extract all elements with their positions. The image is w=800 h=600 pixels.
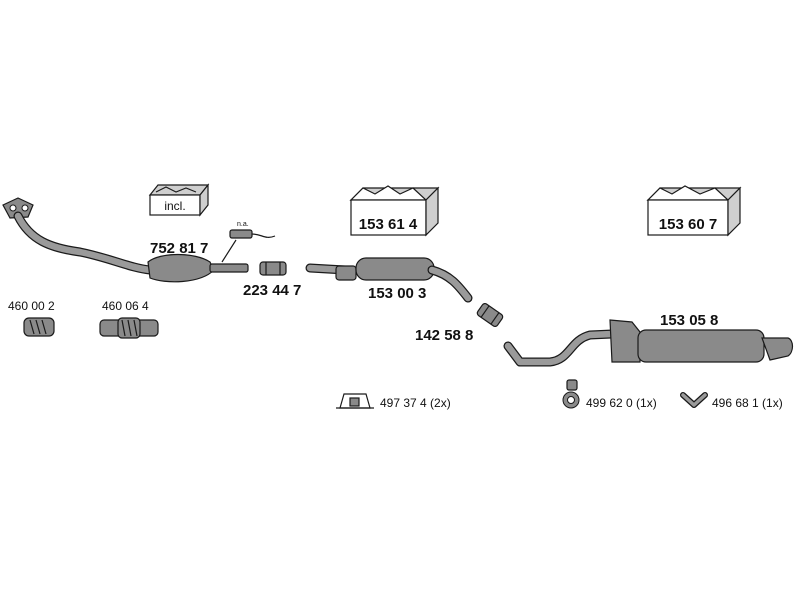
front-pipe-number: 752 81 7 (150, 240, 208, 257)
rubber-ring-number: 499 62 0 (1x) (586, 396, 657, 410)
middle-clamp: 142 58 8 (415, 302, 504, 344)
rubber-mount-number: 497 37 4 (2x) (380, 396, 451, 410)
connector-1: 460 00 2 (8, 299, 55, 337)
middle-silencer: 153 00 3 (305, 257, 473, 303)
connector-2: 460 06 4 (99, 299, 159, 339)
middle-kit-box-number: 153 61 4 (359, 216, 418, 233)
rear-silencer: 153 05 8 (503, 312, 794, 367)
rear-kit-box: 153 60 7 (646, 185, 742, 237)
middle-kit-box: 153 61 4 (349, 185, 440, 237)
hanger-number: 496 68 1 (1x) (712, 396, 783, 410)
kit-incl-label: incl. (164, 199, 185, 213)
lambda-sensor: n.a. (221, 221, 276, 263)
connector-1-number: 460 00 2 (8, 299, 55, 313)
middle-silencer-number: 153 00 3 (368, 285, 426, 302)
rear-kit-box-number: 153 60 7 (659, 216, 717, 233)
clamp-sleeve: 223 44 7 (243, 261, 301, 299)
connector-2-number: 460 06 4 (102, 299, 149, 313)
front-kit-box: incl. (148, 183, 210, 217)
na-label: n.a. (237, 221, 249, 228)
rubber-mount: 497 37 4 (2x) (336, 393, 451, 410)
front-pipe-catalytic-converter: 752 81 7 (2, 197, 249, 283)
clamp-sleeve-number: 223 44 7 (243, 282, 301, 299)
hanger: 496 68 1 (1x) (680, 392, 783, 410)
middle-clamp-number: 142 58 8 (415, 327, 473, 344)
rear-silencer-number: 153 05 8 (660, 312, 718, 329)
rubber-ring: 499 62 0 (1x) (562, 379, 657, 410)
